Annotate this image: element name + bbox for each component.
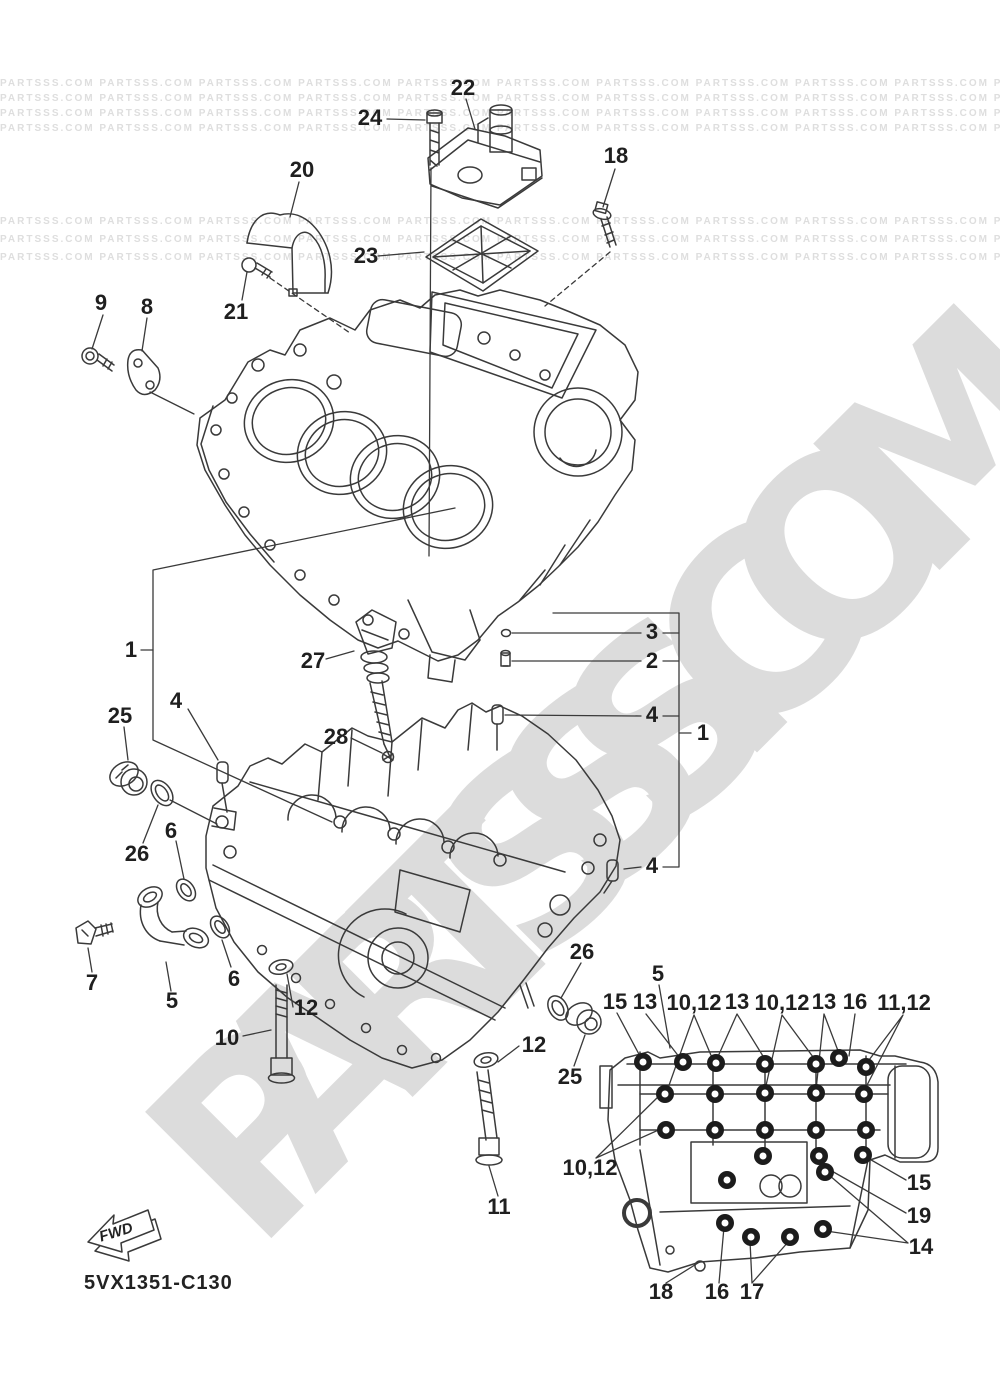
part-22-drawing bbox=[427, 104, 543, 209]
bolt-7-drawing bbox=[75, 920, 114, 945]
part-23-drawing bbox=[425, 218, 539, 292]
tiled-watermark-row: PARTSSS.COM PARTSSS.COM PARTSSS.COM PART… bbox=[0, 93, 1000, 104]
tiled-watermark-row: PARTSSS.COM PARTSSS.COM PARTSSS.COM PART… bbox=[0, 123, 1000, 134]
bolt-11-drawing bbox=[475, 1069, 503, 1166]
washer-3-drawing bbox=[500, 628, 512, 638]
tiled-watermark-row: PARTSSS.COM PARTSSS.COM PARTSSS.COM PART… bbox=[0, 252, 1000, 263]
bolt-10-drawing bbox=[267, 984, 296, 1084]
bolt-24-drawing bbox=[426, 109, 443, 167]
dipstick-27-drawing bbox=[355, 609, 397, 758]
washer-12-upper-drawing bbox=[268, 958, 294, 976]
plug-25-bottom-drawing bbox=[565, 1002, 602, 1035]
leader-lines bbox=[87, 98, 909, 1284]
bolt-markers bbox=[634, 1049, 875, 1246]
tiled-watermark-row: PARTSSS.COM PARTSSS.COM PARTSSS.COM PART… bbox=[0, 78, 1000, 89]
plug-25-left-drawing bbox=[109, 761, 148, 796]
bolt-2-drawing bbox=[500, 649, 511, 667]
bolt-9-drawing bbox=[81, 347, 115, 372]
pipe-5-drawing bbox=[137, 886, 210, 949]
oring-26-bottom-drawing bbox=[547, 995, 569, 1021]
nut-28-drawing bbox=[381, 750, 395, 764]
part-20-drawing bbox=[246, 212, 333, 297]
lower-crankcase-drawing bbox=[205, 702, 621, 1069]
oring-6-lower-drawing bbox=[209, 915, 231, 939]
tiled-watermark-row: PARTSSS.COM PARTSSS.COM PARTSSS.COM PART… bbox=[0, 234, 1000, 245]
bolt-18-drawing bbox=[592, 201, 617, 248]
bolt-21-drawing bbox=[241, 257, 273, 279]
oring-26-left-drawing bbox=[150, 779, 174, 807]
tiled-watermark-row: PARTSSS.COM PARTSSS.COM PARTSSS.COM PART… bbox=[0, 108, 1000, 119]
upper-crankcase-drawing bbox=[196, 289, 639, 683]
small-crankcase-view bbox=[599, 1049, 939, 1273]
plate-8-drawing bbox=[126, 348, 161, 396]
tiled-watermark-row: PARTSSS.COM PARTSSS.COM PARTSSS.COM PART… bbox=[0, 216, 1000, 227]
fwd-arrow-icon bbox=[87, 1209, 162, 1262]
dowel-pin-drawings bbox=[216, 704, 619, 894]
washer-12-lower-drawing bbox=[473, 1051, 499, 1069]
oring-6-upper-drawing bbox=[175, 878, 197, 902]
drawing-code: 5VX1351-C130 bbox=[84, 1272, 233, 1294]
